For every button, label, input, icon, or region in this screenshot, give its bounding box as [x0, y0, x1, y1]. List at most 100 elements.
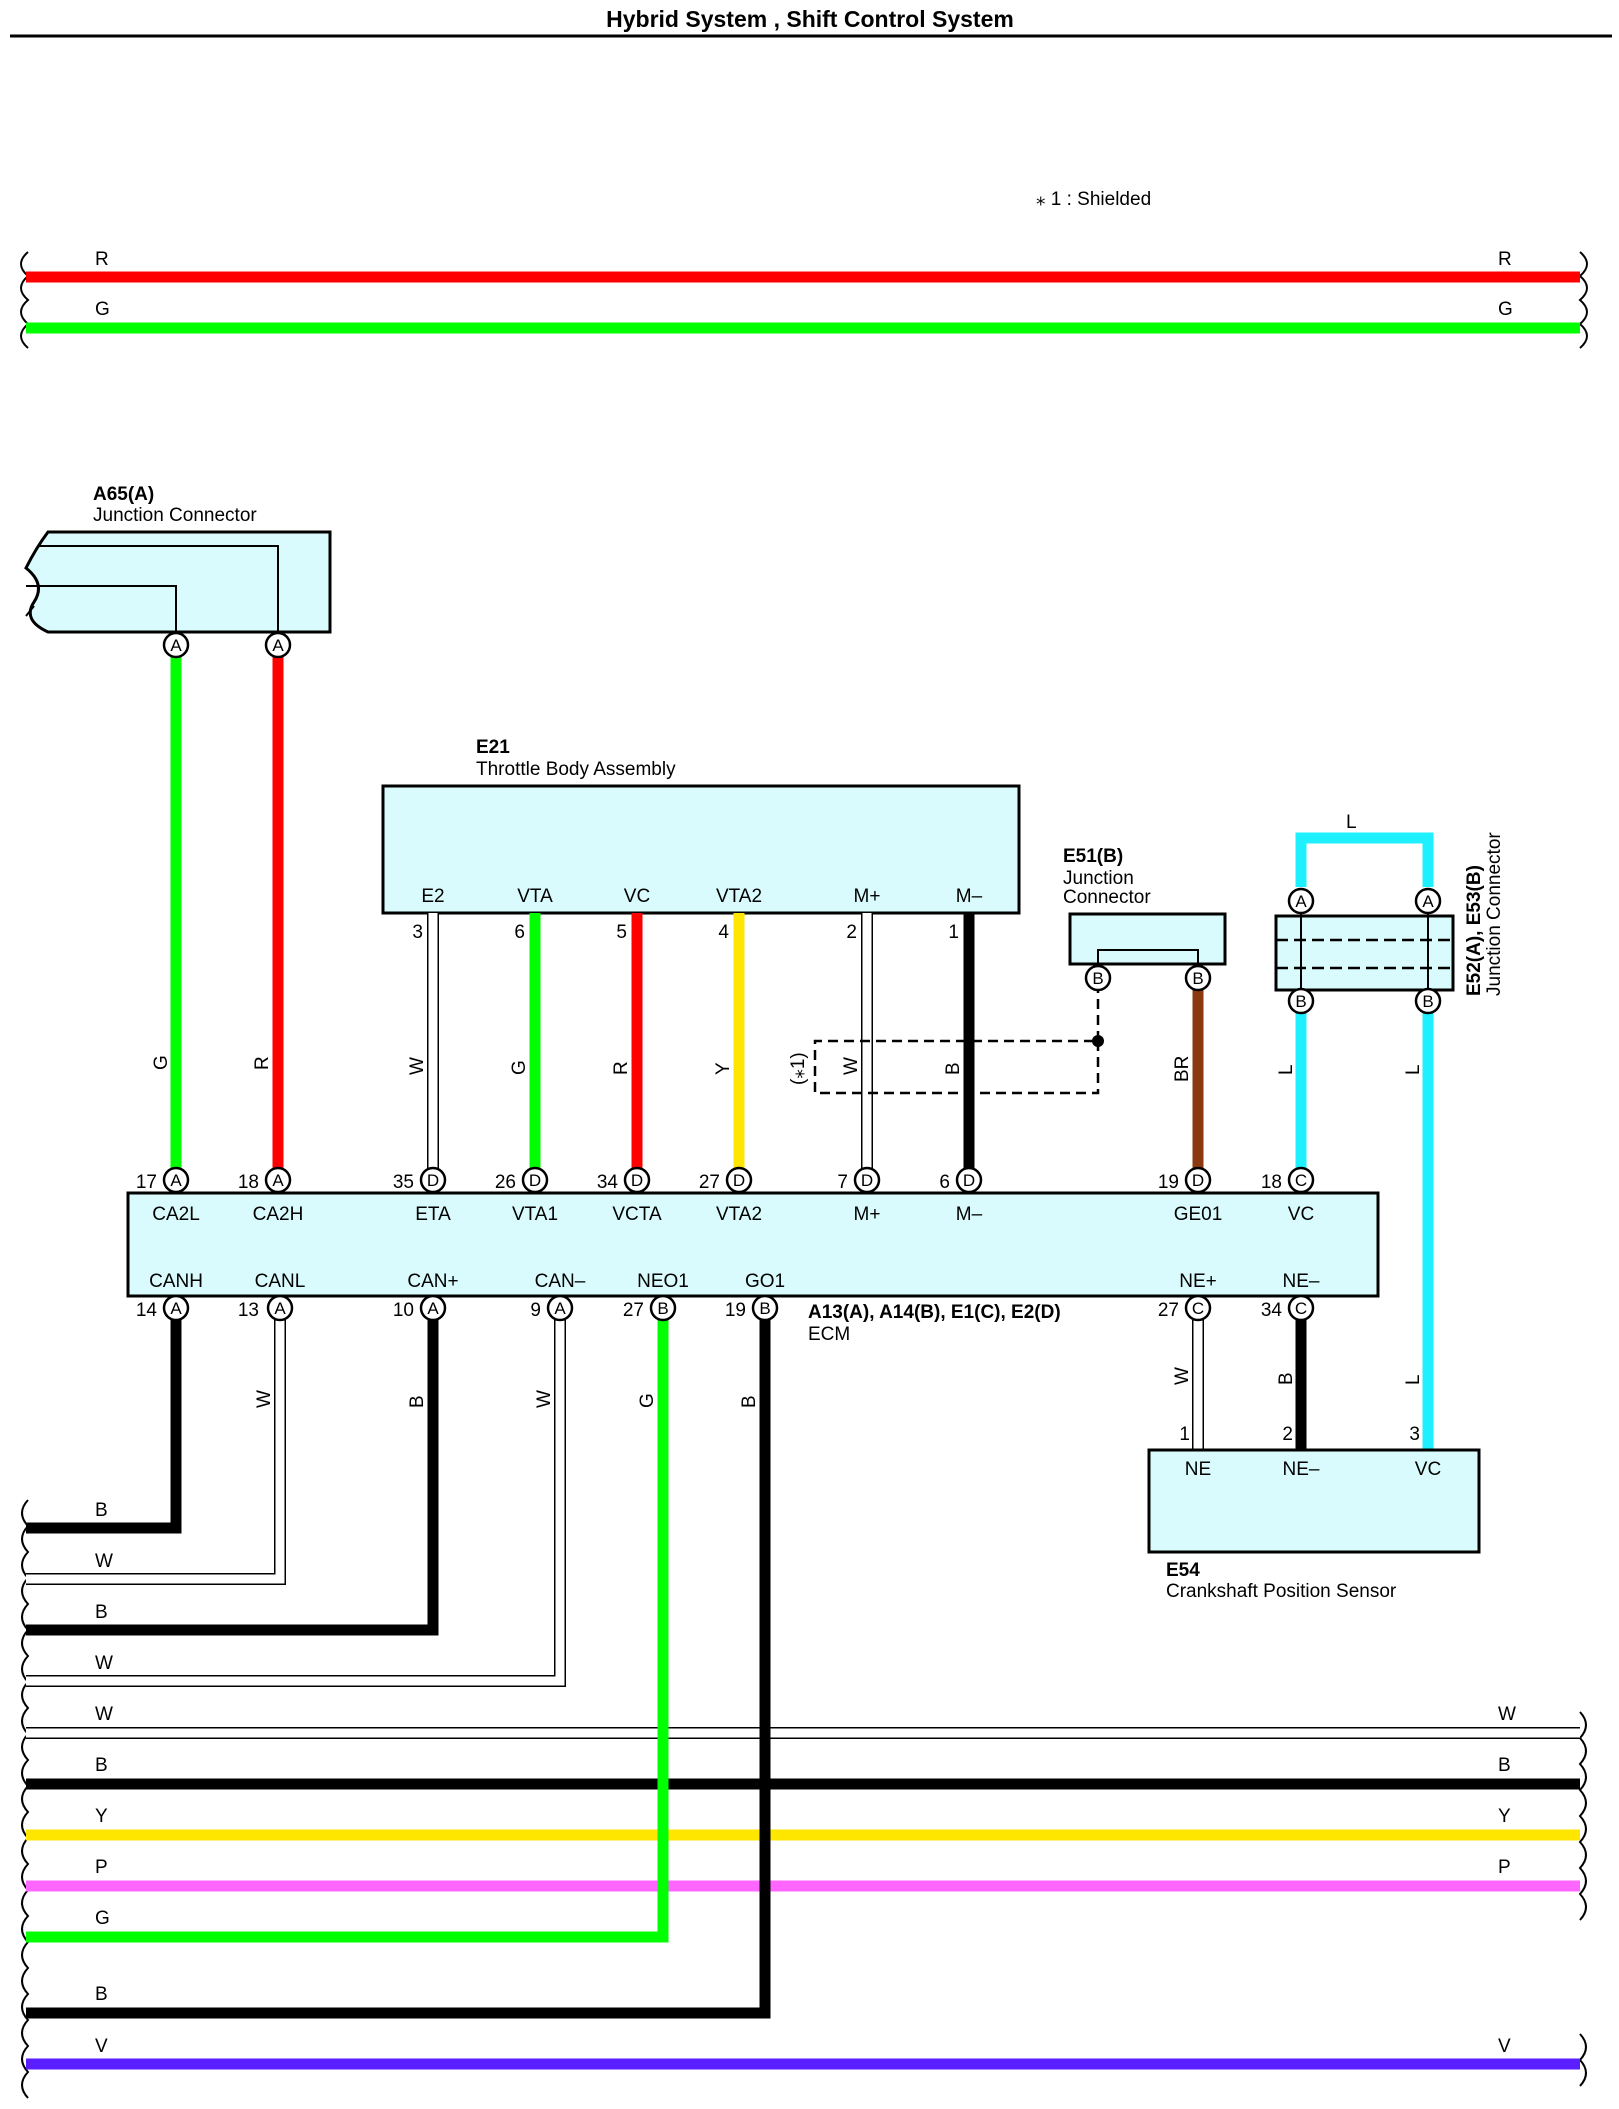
- svg-text:P: P: [95, 1857, 108, 1878]
- svg-text:27: 27: [699, 1172, 720, 1193]
- svg-text:M–: M–: [956, 1204, 983, 1225]
- svg-text:ETA: ETA: [415, 1204, 451, 1225]
- e54-box: [1147, 1448, 1481, 1554]
- svg-text:7: 7: [837, 1172, 848, 1193]
- svg-text:27: 27: [1158, 1300, 1179, 1321]
- pin-connector: C: [1287, 1294, 1315, 1322]
- svg-text:B: B: [1192, 969, 1203, 988]
- svg-text:CA2L: CA2L: [152, 1204, 200, 1225]
- svg-text:6: 6: [939, 1172, 950, 1193]
- svg-text:A: A: [1422, 892, 1434, 911]
- break-marks-right: [1578, 251, 1588, 2087]
- svg-text:M+: M+: [854, 886, 881, 907]
- wire-label: R: [611, 1061, 632, 1075]
- wire-label: W: [841, 1057, 862, 1075]
- wire-label: G: [637, 1393, 658, 1408]
- wire-label: W: [254, 1390, 275, 1408]
- pin-connector: A: [162, 631, 190, 659]
- svg-text:M+: M+: [854, 1204, 881, 1225]
- wire-label: R: [1498, 249, 1512, 270]
- ecm-top-pin-numbers: 17 18 35 26 34 27 7 6 19 18: [136, 1172, 1282, 1193]
- wire-label: B: [739, 1395, 760, 1408]
- svg-text:26: 26: [495, 1172, 516, 1193]
- wire-label: Y: [713, 1062, 734, 1075]
- e54-pin-labels: NE NE– VC: [1185, 1459, 1441, 1480]
- pin-connector: D: [419, 1166, 447, 1194]
- pin-connector: B: [751, 1294, 779, 1322]
- pin-connector: A: [162, 1294, 190, 1322]
- svg-text:CANL: CANL: [255, 1271, 306, 1292]
- svg-text:NE: NE: [1185, 1459, 1211, 1480]
- svg-text:Y: Y: [95, 1806, 108, 1827]
- e21-pin-numbers: 3 6 5 4 2 1: [412, 922, 959, 943]
- pin-connector: A: [1287, 887, 1315, 915]
- shield-outline: [813, 990, 1104, 1095]
- wire-label: R: [95, 249, 109, 270]
- svg-text:M–: M–: [956, 886, 983, 907]
- svg-text:V: V: [95, 2036, 108, 2057]
- ecm-bottom-pin-labels: CANH CANL CAN+ CAN– NEO1 GO1 NE+ NE–: [149, 1271, 1320, 1292]
- svg-text:P: P: [1498, 1857, 1511, 1878]
- wire-label: B: [407, 1395, 428, 1408]
- svg-text:5: 5: [616, 922, 627, 943]
- svg-text:D: D: [963, 1171, 975, 1190]
- svg-text:3: 3: [412, 922, 423, 943]
- e52-name: Junction Connector: [1484, 832, 1505, 996]
- wire-label: G: [151, 1055, 172, 1070]
- svg-text:NEO1: NEO1: [637, 1271, 689, 1292]
- wire-label: L: [1346, 812, 1357, 833]
- svg-text:W: W: [95, 1653, 113, 1674]
- svg-text:D: D: [529, 1171, 541, 1190]
- svg-text:GE01: GE01: [1174, 1204, 1223, 1225]
- svg-text:C: C: [1295, 1171, 1307, 1190]
- wire-ecm-canh-b: [26, 1320, 182, 1534]
- svg-text:W: W: [95, 1551, 113, 1572]
- svg-text:1: 1: [1179, 1424, 1190, 1445]
- svg-text:VC: VC: [1288, 1204, 1314, 1225]
- svg-text:VC: VC: [624, 886, 650, 907]
- wire-label: L: [1403, 1064, 1424, 1075]
- pin-connector: C: [1287, 1166, 1315, 1194]
- svg-text:G: G: [95, 1908, 110, 1929]
- a65-name: Junction Connector: [93, 505, 257, 526]
- svg-text:CA2H: CA2H: [253, 1204, 304, 1225]
- svg-text:2: 2: [846, 922, 857, 943]
- svg-text:34: 34: [597, 1172, 619, 1193]
- svg-text:B: B: [1498, 1755, 1511, 1776]
- svg-text:A: A: [272, 1171, 284, 1190]
- svg-text:B: B: [657, 1299, 668, 1318]
- wire-label: G: [95, 299, 110, 320]
- e54-code: E54: [1166, 1560, 1200, 1581]
- svg-text:VC: VC: [1415, 1459, 1441, 1480]
- wire-label: L: [1276, 1064, 1297, 1075]
- svg-text:D: D: [1192, 1171, 1204, 1190]
- svg-text:W: W: [1498, 1704, 1516, 1725]
- pin-connector: D: [521, 1166, 549, 1194]
- svg-text:NE–: NE–: [1283, 1459, 1320, 1480]
- svg-text:17: 17: [136, 1172, 157, 1193]
- svg-text:A: A: [272, 636, 284, 655]
- e21-pin-labels: E2 VTA VC VTA2 M+ M–: [421, 886, 982, 907]
- ecm-box: [126, 1191, 1380, 1298]
- svg-text:D: D: [427, 1171, 439, 1190]
- wire-label: L: [1403, 1374, 1424, 1385]
- svg-text:GO1: GO1: [745, 1271, 785, 1292]
- svg-text:1: 1: [948, 922, 959, 943]
- svg-text:19: 19: [725, 1300, 746, 1321]
- svg-text:3: 3: [1409, 1424, 1420, 1445]
- wire-label: W: [407, 1057, 428, 1075]
- pin-connector: A: [419, 1294, 447, 1322]
- svg-text:10: 10: [393, 1300, 414, 1321]
- svg-text:B: B: [1092, 969, 1103, 988]
- svg-text:18: 18: [238, 1172, 259, 1193]
- svg-text:VTA2: VTA2: [716, 886, 762, 907]
- svg-text:35: 35: [393, 1172, 414, 1193]
- svg-text:VTA2: VTA2: [716, 1204, 762, 1225]
- svg-text:A: A: [170, 1171, 182, 1190]
- svg-text:NE+: NE+: [1179, 1271, 1217, 1292]
- svg-text:A: A: [170, 636, 182, 655]
- e52-code: E52(A), E53(B): [1464, 865, 1485, 996]
- pin-connector: D: [725, 1166, 753, 1194]
- e21-box: [381, 784, 1021, 915]
